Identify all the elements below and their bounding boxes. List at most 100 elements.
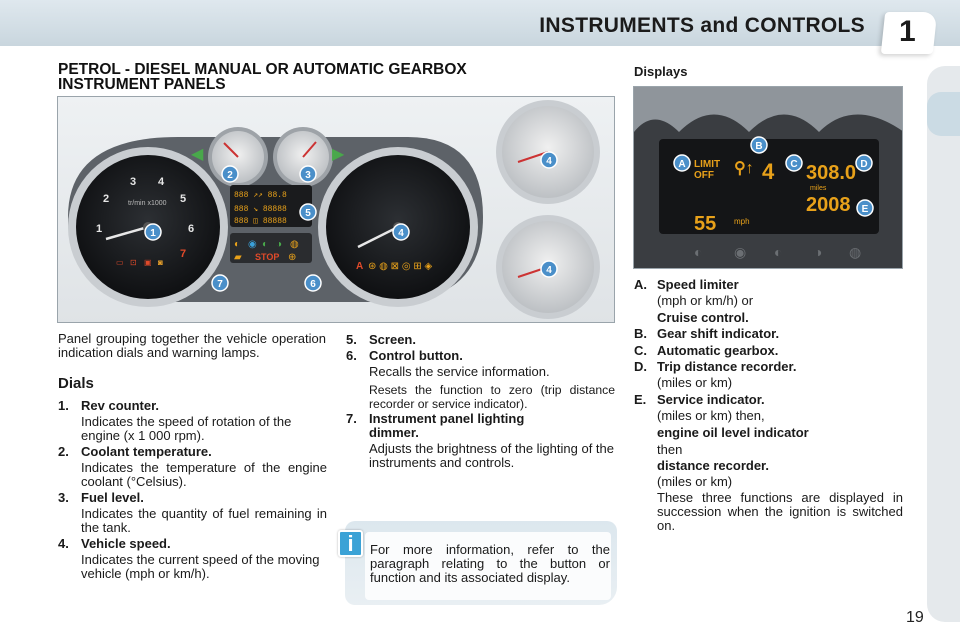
item-6-title: Control button. (369, 348, 463, 363)
left-turn-arrow-icon: ◀ (191, 146, 204, 163)
side-tab-strip (927, 66, 960, 622)
svg-text:◑: ◑ (276, 239, 282, 250)
display-limit: LIMIT (694, 159, 720, 170)
rev-unit: tr/min x1000 (128, 200, 167, 207)
svg-text:◐: ◐ (234, 239, 240, 250)
display-callout-d: D (860, 159, 867, 170)
display-c-label: C. (634, 343, 647, 358)
display-d-sub: (miles or km) (657, 375, 733, 390)
stop-label: STOP (255, 252, 279, 262)
display-a-title: Speed limiter (657, 277, 739, 292)
section-title: PETROL - DIESEL MANUAL OR AUTOMATIC GEAR… (58, 61, 467, 93)
svg-text:⊕: ⊕ (288, 252, 296, 263)
warning-lamp: ⊡ (130, 258, 137, 267)
svg-text:888 ↗↗ 88.8: 888 ↗↗ 88.8 (234, 191, 287, 200)
display-callout-c: C (790, 159, 797, 170)
rev-tick-1: 1 (96, 223, 102, 235)
item-3-title: Fuel level. (81, 490, 144, 505)
display-e-title: Service indicator. (657, 392, 765, 407)
rev-tick-2: 2 (103, 193, 109, 205)
center-screen (230, 185, 312, 227)
callout-6: 6 (310, 279, 316, 290)
item-1-desc: Indicates the speed of rotation of the e… (81, 414, 292, 443)
display-illustration: LIMIT OFF ⚲↑ 4 308.0 miles 55 mph 2008 ◐… (633, 86, 903, 269)
item-4-title: Vehicle speed. (81, 536, 171, 551)
item-7-desc: Adjusts the brightness of the lighting o… (369, 441, 614, 470)
display-e-label: E. (634, 392, 647, 407)
side-tab-active (927, 92, 960, 136)
item-4-desc: Indicates the current speed of the movin… (81, 552, 320, 581)
item-2-title: Coolant temperature. (81, 444, 212, 459)
rev-tick-3: 3 (130, 176, 136, 188)
callout-7: 7 (217, 279, 223, 290)
svg-text:▰: ▰ (234, 252, 242, 263)
callout-3: 3 (305, 170, 311, 181)
callout-4-kmh: 4 (546, 265, 552, 276)
display-e-sub1: (miles or km) then, (657, 408, 765, 423)
svg-text:◐: ◐ (262, 239, 268, 250)
svg-text:◉: ◉ (248, 239, 257, 250)
display-trip: 308.0 (806, 162, 856, 184)
item-4-num: 4. (58, 536, 69, 551)
display-svg: LIMIT OFF ⚲↑ 4 308.0 miles 55 mph 2008 ◐… (634, 87, 902, 268)
display-trip-unit: miles (810, 185, 827, 192)
svg-text:⊛ ◍ ⊠ ◎ ⊞ ◈: ⊛ ◍ ⊠ ◎ ⊞ ◈ (368, 261, 432, 272)
instrument-panel-illustration: 1 2 3 4 5 6 7 tr/min x1000 ▭ ⊡ ▣ ◙ ◀ ▶ 8 (57, 96, 615, 323)
item-7-title-line1: Instrument panel lighting (369, 411, 525, 426)
display-c-title: Automatic gearbox. (657, 343, 779, 358)
header-bar (0, 0, 960, 46)
item-7-num: 7. (346, 411, 357, 426)
speed-needle (357, 225, 399, 249)
section-title-line2: INSTRUMENT PANELS (58, 76, 226, 93)
lamp-icon: ◍ (849, 244, 861, 260)
display-a-label: A. (634, 277, 647, 292)
item-5-title: Screen. (369, 332, 416, 347)
display-b-title: Gear shift indicator. (657, 326, 780, 341)
display-d-label: D. (634, 359, 647, 374)
warning-lamp-panel (230, 233, 312, 263)
lamp-icon: ◐ (694, 244, 702, 260)
display-e-bold1: engine oil level indicator (657, 425, 809, 440)
display-e-bold2: distance recorder. (657, 458, 769, 473)
display-speed: 55 (694, 213, 716, 235)
page-number: 19 (906, 609, 924, 626)
item-6-num: 6. (346, 348, 357, 363)
chapter-title: INSTRUMENTS and CONTROLS (539, 14, 865, 37)
info-box-text: For more information, refer to the parag… (370, 542, 610, 585)
display-screen (659, 139, 879, 234)
item-5-num: 5. (346, 332, 357, 347)
lamp-icon: ◉ (734, 244, 746, 260)
item-6-desc2: Resets the function to zero (trip distan… (369, 383, 615, 411)
rev-needle (105, 225, 149, 241)
warning-lamp: ◙ (158, 258, 163, 267)
item-6-desc1: Recalls the service information. (369, 364, 550, 379)
rev-tick-6: 6 (188, 223, 194, 235)
section-title-line1: PETROL - DIESEL MANUAL OR AUTOMATIC GEAR… (58, 61, 467, 78)
item-7-title-line2: dimmer. (369, 425, 419, 440)
display-off: OFF (694, 170, 714, 181)
info-icon: i (338, 530, 363, 557)
display-b-label: B. (634, 326, 647, 341)
info-box-inner (365, 532, 611, 600)
display-d-title: Trip distance recorder. (657, 359, 797, 374)
display-e-note: These three functions are displayed in s… (657, 490, 903, 533)
item-3-num: 3. (58, 490, 69, 505)
svg-text:888 ◫ 88888: 888 ◫ 88888 (234, 217, 287, 226)
callout-2: 2 (227, 170, 233, 181)
chapter-number: 1 (899, 15, 916, 48)
warning-lamp: ▣ (144, 258, 152, 267)
dials-heading: Dials (58, 375, 94, 392)
item-2-num: 2. (58, 444, 69, 459)
svg-text:A: A (356, 261, 363, 272)
item-1-num: 1. (58, 398, 69, 413)
display-gear-arrows: ⚲↑ (734, 160, 754, 177)
display-e-sub2: (miles or km) (657, 474, 733, 489)
intro-paragraph: Panel grouping together the vehicle oper… (58, 331, 326, 360)
rev-tick-7: 7 (180, 248, 186, 260)
callout-4: 4 (398, 228, 404, 239)
rev-tick-5: 5 (180, 193, 186, 205)
displays-title: Displays (634, 64, 688, 79)
svg-text:◍: ◍ (290, 239, 299, 250)
warning-lamp: ▭ (116, 258, 124, 267)
display-odometer: 2008 (806, 194, 851, 216)
